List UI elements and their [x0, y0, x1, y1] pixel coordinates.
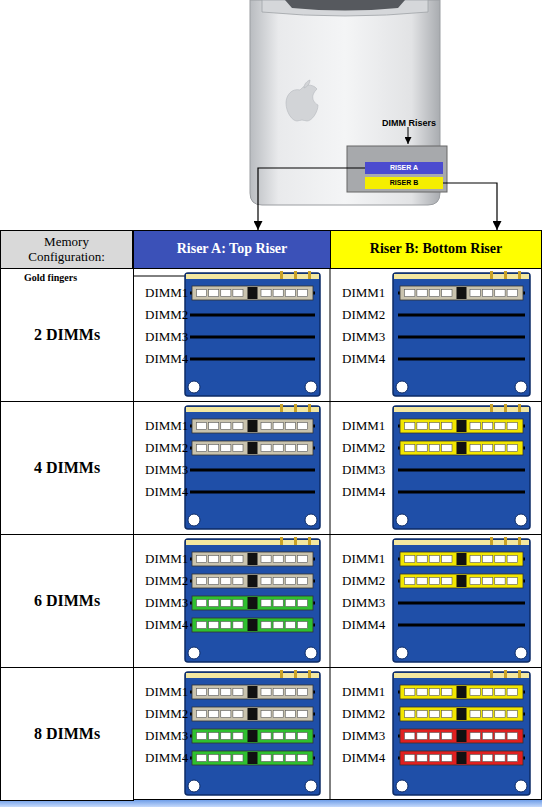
slot-label: DIMM4 — [342, 484, 385, 500]
slot-label: DIMM3 — [145, 728, 188, 744]
slot-label: DIMM3 — [342, 728, 385, 744]
slot-label: DIMM2 — [145, 307, 188, 323]
connector-arrow — [258, 168, 365, 230]
row-header: 8 DIMMs — [0, 667, 134, 801]
riser-card — [185, 271, 320, 396]
row-header: 4 DIMMs — [0, 401, 134, 535]
slot-label: DIMM1 — [145, 418, 188, 434]
slot-label: DIMM2 — [145, 573, 188, 589]
slot-label: DIMM2 — [342, 573, 385, 589]
mac-pro-tower — [250, 0, 447, 205]
node-text: 6 DIMMs — [34, 592, 100, 610]
node-text: 4 DIMMs — [34, 459, 100, 477]
slot-label: DIMM3 — [342, 595, 385, 611]
slot-label: DIMM3 — [342, 462, 385, 478]
slot-label: DIMM4 — [145, 351, 188, 367]
slot-label: DIMM2 — [145, 706, 188, 722]
slot-label: DIMM2 — [145, 440, 188, 456]
node-text: Riser B: Bottom Riser — [370, 241, 502, 257]
riser-card — [185, 537, 320, 662]
slot-label: DIMM4 — [145, 750, 188, 766]
slot-label: DIMM2 — [342, 706, 385, 722]
riser-card — [185, 670, 320, 795]
node-text: Riser A: Top Riser — [177, 241, 288, 257]
riser-card — [393, 670, 530, 795]
slot-label: DIMM1 — [145, 684, 188, 700]
memory-table — [0, 230, 542, 800]
slot-label: DIMM1 — [342, 551, 385, 567]
row-header: 6 DIMMs — [0, 534, 134, 668]
slot-label: DIMM1 — [342, 285, 385, 301]
callout-label: DIMM Risers — [382, 115, 436, 131]
callout-label: Gold fingers — [24, 270, 77, 286]
slot-label: DIMM1 — [145, 285, 188, 301]
node-text: RISER B — [390, 179, 418, 187]
node-text: 2 DIMMs — [34, 326, 100, 344]
slot-label: DIMM2 — [342, 440, 385, 456]
riser-b-band: RISER B — [365, 177, 443, 189]
slot-label: DIMM3 — [145, 595, 188, 611]
slot-label: DIMM1 — [342, 684, 385, 700]
riser-a-band: RISER A — [365, 162, 443, 174]
bottom-strip — [0, 800, 542, 807]
header-cell: Riser A: Top Riser — [133, 230, 331, 269]
slot-label: DIMM4 — [342, 617, 385, 633]
node-text: Memory Configuration: — [7, 235, 126, 265]
slot-label: DIMM4 — [342, 750, 385, 766]
slot-label: DIMM1 — [145, 551, 188, 567]
slot-label: DIMM2 — [342, 307, 385, 323]
connector-arrow — [443, 183, 497, 230]
slot-label: DIMM4 — [342, 351, 385, 367]
slot-label: DIMM3 — [145, 462, 188, 478]
row-header: 2 DIMMs — [0, 268, 134, 402]
riser-cards — [185, 271, 530, 795]
riser-card — [393, 271, 530, 396]
node-text: 8 DIMMs — [34, 725, 100, 743]
slot-label: DIMM4 — [145, 484, 188, 500]
riser-card — [185, 404, 320, 529]
riser-card — [393, 404, 530, 529]
node-text: RISER A — [390, 164, 418, 172]
slot-label: DIMM4 — [145, 617, 188, 633]
slot-label: DIMM3 — [342, 329, 385, 345]
slot-label: DIMM1 — [342, 418, 385, 434]
riser-card — [393, 537, 530, 662]
header-cell: Riser B: Bottom Riser — [330, 230, 542, 269]
slot-label: DIMM3 — [145, 329, 188, 345]
header-cell: Memory Configuration: — [0, 230, 133, 269]
